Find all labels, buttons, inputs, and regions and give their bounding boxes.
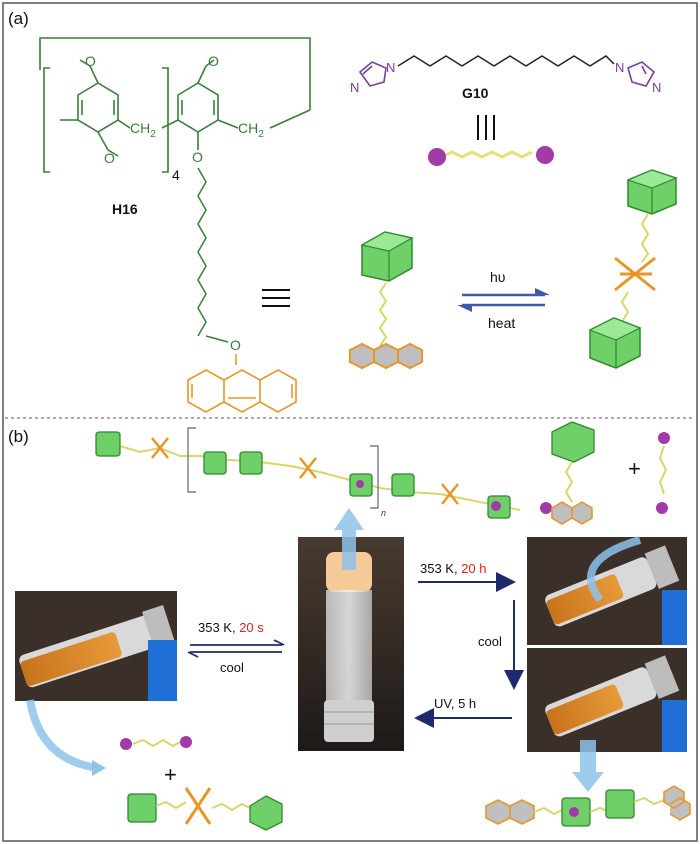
- sol-vial-photo-bottom: [527, 648, 687, 792]
- guest-n-right: N: [615, 60, 624, 75]
- anthracene-structure: [187, 369, 297, 413]
- supramolecular-polymer-cartoon: [95, 427, 552, 519]
- svg-text:O: O: [208, 53, 219, 69]
- plus-bottom: +: [164, 762, 177, 787]
- left-pair-cool-label: cool: [220, 660, 244, 675]
- arrow-down-label: cool: [478, 634, 502, 649]
- gel-vial-photo: [298, 508, 404, 751]
- host-anthryl-oxygen: O: [230, 337, 241, 353]
- panel-a-label: (a): [8, 9, 29, 28]
- plus-top: +: [628, 456, 641, 481]
- host-label: H16: [112, 201, 138, 217]
- separated-host-guest-cartoon: [551, 421, 670, 525]
- equilibrium-arrows: [457, 288, 550, 312]
- left-pair-heat-label: 353 K, 20 s: [198, 620, 264, 635]
- guest-equivalence-symbol: [477, 115, 495, 140]
- bottom-right-complex-cartoon: [485, 785, 691, 827]
- svg-text:O: O: [104, 150, 115, 166]
- guest-n-left2: N: [350, 80, 359, 95]
- left-equilibrium-arrows: [187, 639, 285, 658]
- guest-alkyl-chain: [397, 55, 615, 67]
- polymer-repeat-subscript: n: [381, 508, 386, 518]
- host-ch2-left: CH2: [130, 120, 156, 140]
- guest-n-right2: N: [652, 80, 661, 95]
- guest-cartoon: [428, 146, 554, 166]
- host-h16-atoms: O O O O: [85, 53, 219, 166]
- panel-b-label: (b): [8, 427, 29, 446]
- svg-text:O: O: [85, 53, 96, 69]
- host-repeat-subscript: 4: [172, 167, 180, 183]
- guest-n-left: N: [386, 60, 395, 75]
- host-alkyl-chain: [197, 167, 207, 337]
- arrow-left-label: UV, 5 h: [434, 696, 476, 711]
- sol-vial-photo-top: [527, 536, 687, 645]
- sol-vial-photo-left: [15, 591, 177, 776]
- reverse-condition-label: heat: [488, 315, 515, 331]
- host-h16-structure: [39, 37, 311, 173]
- svg-text:O: O: [192, 149, 203, 165]
- guest-label: G10: [462, 85, 489, 101]
- equivalence-symbol: [262, 289, 290, 307]
- forward-condition-label: hυ: [490, 269, 505, 285]
- arrow-right-label: 353 K, 20 h: [420, 561, 487, 576]
- host-cartoon: [349, 231, 423, 370]
- photodimer-cartoon: [588, 169, 678, 369]
- guest-g10-structure: [358, 61, 656, 87]
- bottom-left-photodimer-cartoon: [120, 736, 283, 831]
- host-ch2-right: CH2: [238, 120, 264, 140]
